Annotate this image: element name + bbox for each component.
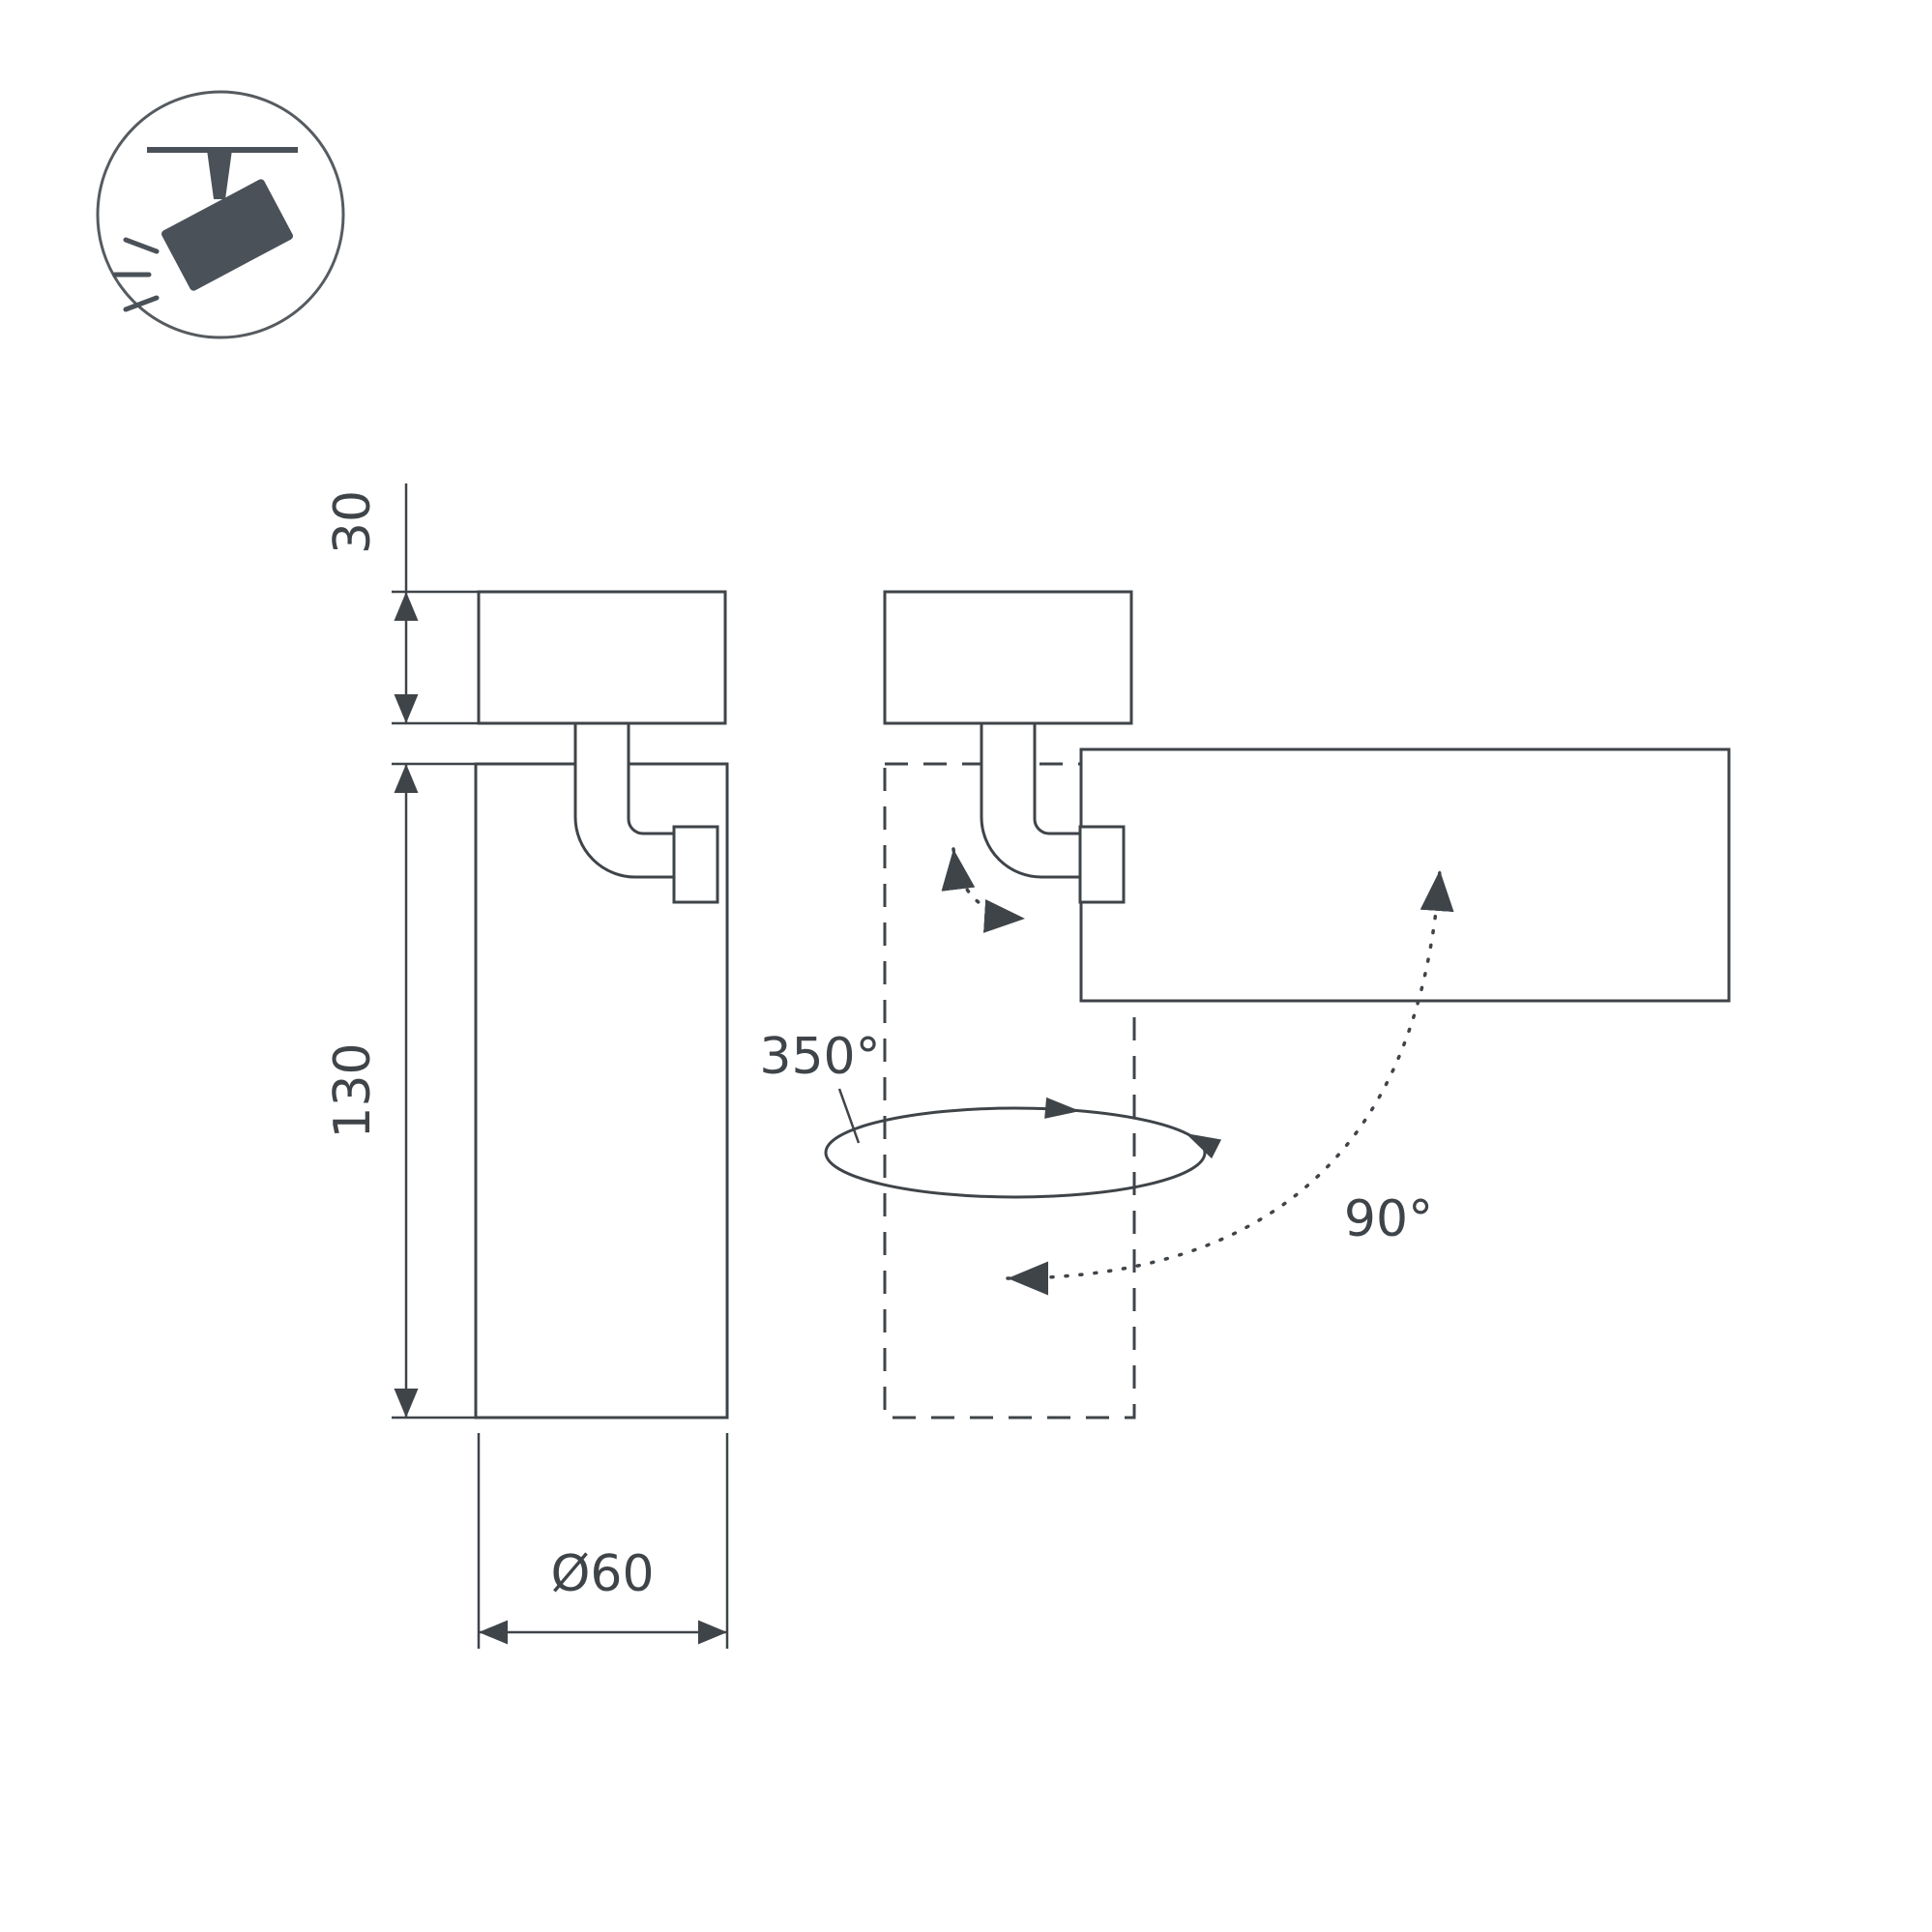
icon-circle-border [96, 90, 345, 339]
dim-label-base-height: 30 [324, 490, 382, 554]
dimension-diameter: Ø60 [477, 1433, 729, 1649]
fixture-body-tilted [1079, 747, 1731, 1003]
joint-tilt-arc [941, 847, 1027, 933]
icon-light-rays [112, 237, 160, 312]
dimension-base-height: 30 [324, 483, 479, 725]
angle-label-tilt: 90° [1344, 1190, 1433, 1248]
fixture-rotation-view: 350° 90° [759, 590, 1731, 1420]
track-spotlight-icon [96, 90, 345, 339]
fixture-front-view [474, 590, 729, 1420]
swivel-arrow-cw [1044, 1097, 1080, 1119]
pivot-clamp-front [672, 825, 719, 904]
icon-lamp-head [161, 179, 293, 291]
swivel-arrow-ccw [1186, 1133, 1222, 1159]
angle-label-swivel: 350° [759, 1028, 880, 1086]
swivel-label-leader [837, 1088, 861, 1144]
icon-mount-stem [207, 150, 232, 199]
mount-base-front [477, 590, 727, 725]
pivot-clamp-rotation [1078, 825, 1126, 904]
swivel-ellipse-350 [824, 1106, 1207, 1199]
dim-label-diameter: Ø60 [550, 1545, 654, 1603]
mount-base-rotation [883, 590, 1133, 725]
tilt-arc-90 [1006, 868, 1454, 1296]
dimension-body-height: 130 [324, 762, 476, 1420]
dim-label-body-height: 130 [324, 1042, 382, 1138]
